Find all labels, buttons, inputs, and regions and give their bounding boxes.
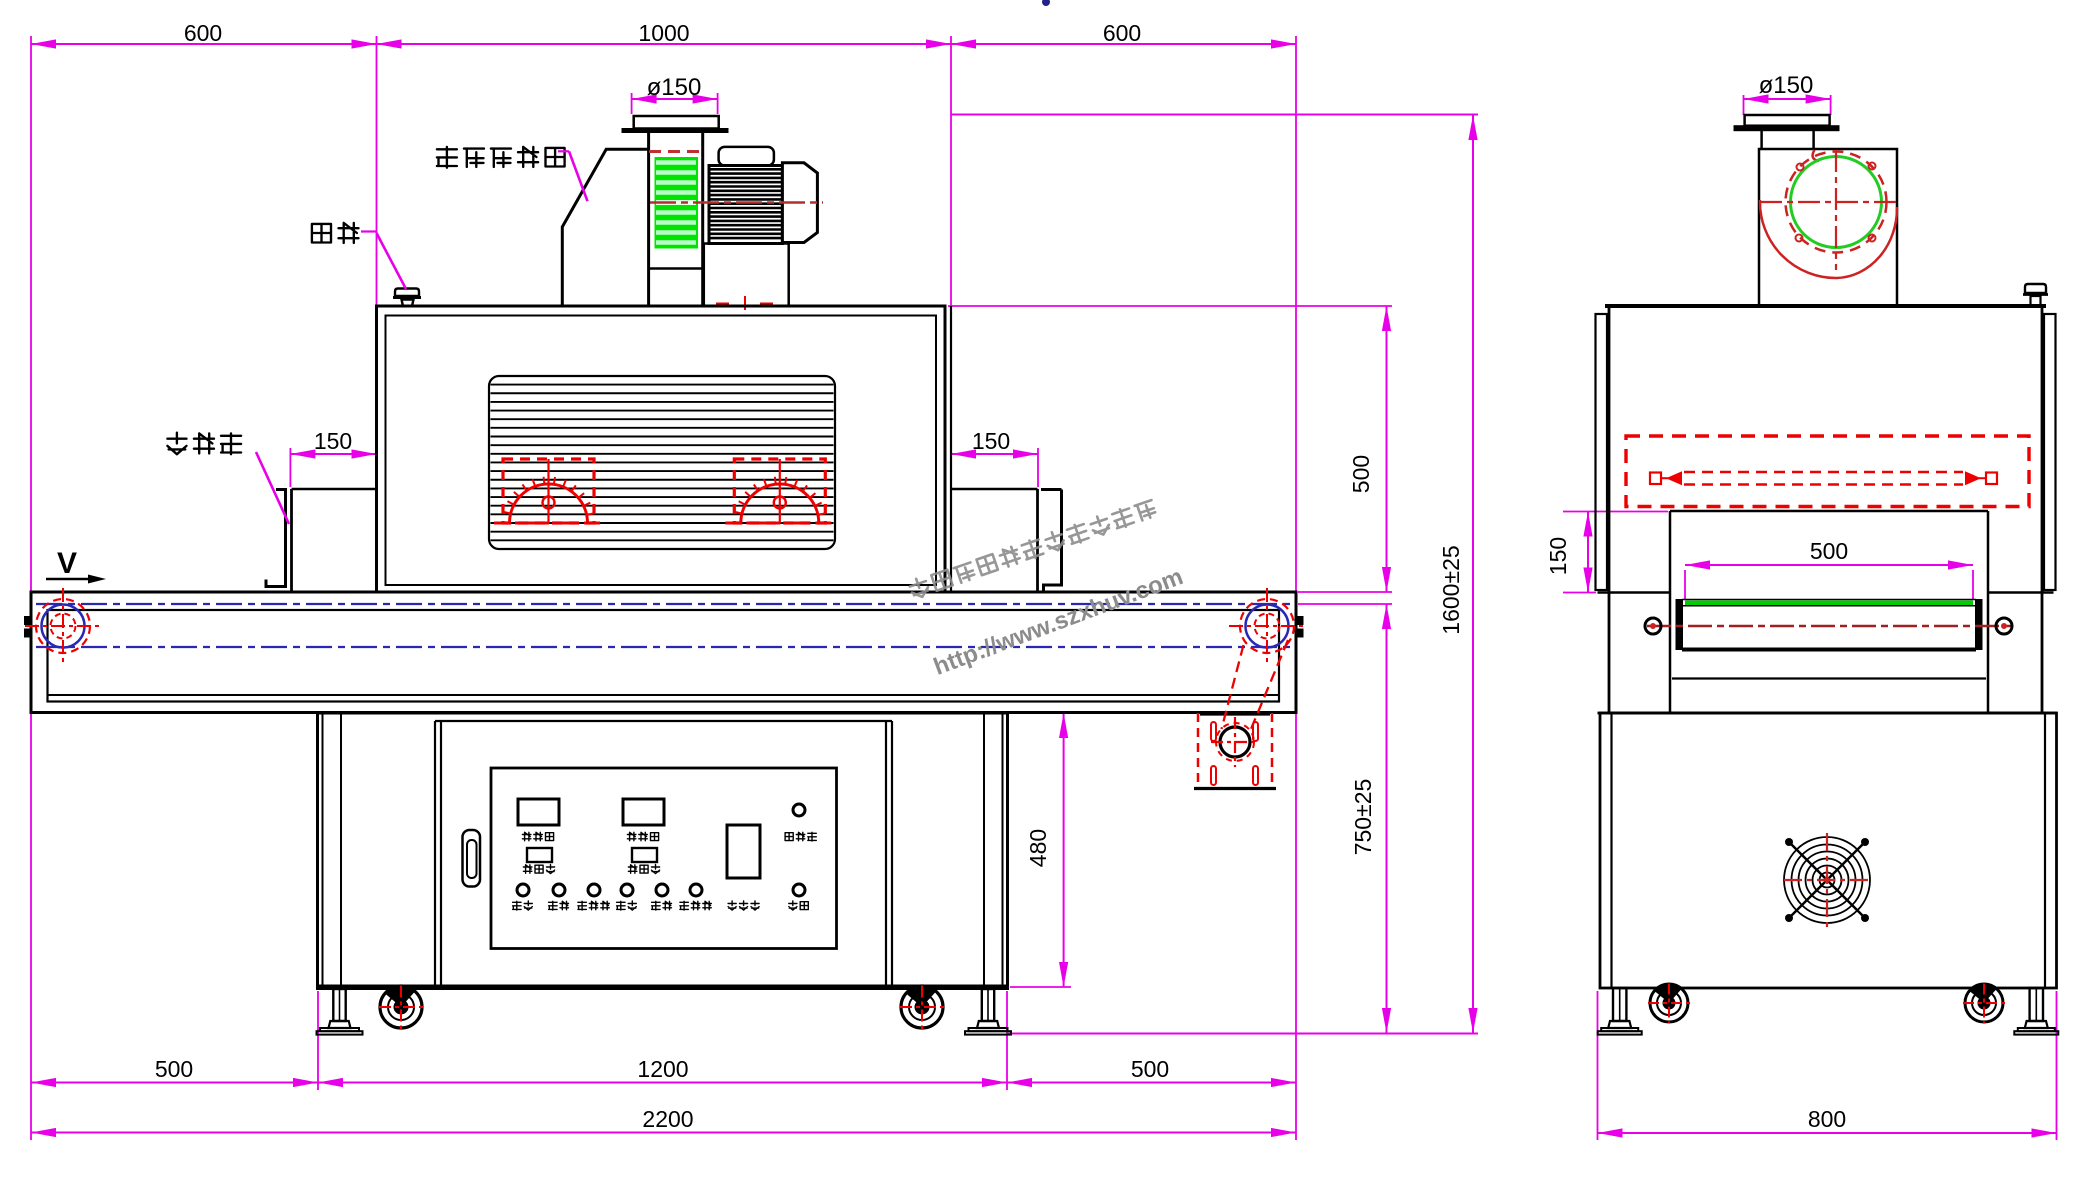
svg-text:600: 600 (1103, 20, 1141, 46)
svg-text:1600±25: 1600±25 (1438, 545, 1464, 634)
svg-text:ø150: ø150 (1759, 72, 1814, 99)
svg-text:500: 500 (155, 1056, 193, 1082)
svg-text:150: 150 (972, 428, 1010, 454)
svg-text:750±25: 750±25 (1350, 779, 1376, 856)
svg-text:600: 600 (184, 20, 222, 46)
svg-text:2200: 2200 (642, 1106, 693, 1132)
svg-text:1000: 1000 (638, 20, 689, 46)
svg-text:1200: 1200 (637, 1056, 688, 1082)
svg-text:480: 480 (1025, 829, 1051, 867)
svg-text:V: V (57, 547, 77, 580)
svg-text:500: 500 (1131, 1056, 1169, 1082)
svg-text:150: 150 (314, 428, 352, 454)
svg-text:150: 150 (1545, 537, 1571, 575)
svg-text:800: 800 (1808, 1106, 1846, 1132)
svg-text:500: 500 (1348, 455, 1374, 493)
svg-text:ø150: ø150 (647, 74, 702, 101)
svg-text:500: 500 (1810, 538, 1848, 564)
